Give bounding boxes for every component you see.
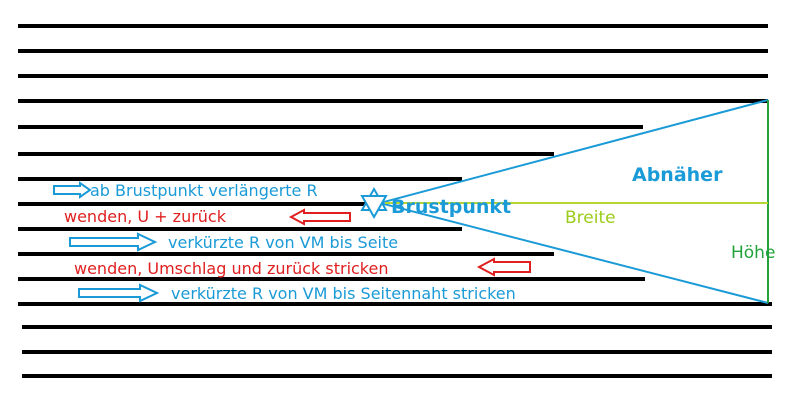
hollow-right-arrow-icon bbox=[69, 232, 158, 252]
instruction-row: wenden, U + zurück bbox=[64, 207, 351, 226]
knitting-rows bbox=[18, 24, 772, 378]
dart-label: Abnäher bbox=[632, 164, 723, 186]
instruction-text: wenden, U + zurück bbox=[64, 207, 227, 226]
dart-lower-edge bbox=[379, 202, 769, 304]
instruction-row: wenden, Umschlag und zurück stricken bbox=[74, 257, 531, 278]
width-label: Breite bbox=[565, 208, 616, 228]
dart-upper-edge bbox=[379, 99, 769, 204]
instruction-text: wenden, Umschlag und zurück stricken bbox=[74, 259, 388, 278]
instruction-text: verkürzte R von VM bis Seite bbox=[168, 233, 398, 252]
hollow-right-arrow-icon bbox=[53, 181, 92, 199]
bust-point-label: Brustpunkt bbox=[391, 196, 511, 218]
instruction-row: ab Brustpunkt verlängerte R bbox=[53, 181, 318, 200]
instruction-row: verkürzte R von VM bis Seite bbox=[69, 232, 398, 252]
hollow-right-arrow-icon bbox=[78, 283, 160, 303]
star-of-david-icon bbox=[360, 186, 388, 220]
instruction-text: verkürzte R von VM bis Seitennaht strick… bbox=[171, 284, 516, 303]
instruction-row: verkürzte R von VM bis Seitennaht strick… bbox=[78, 283, 516, 303]
hollow-left-arrow-icon bbox=[288, 208, 351, 226]
height-label: Höhe bbox=[731, 243, 775, 263]
hollow-left-arrow-icon bbox=[476, 257, 531, 277]
instruction-text: ab Brustpunkt verlängerte R bbox=[90, 181, 318, 200]
dart-triangle bbox=[379, 99, 769, 304]
